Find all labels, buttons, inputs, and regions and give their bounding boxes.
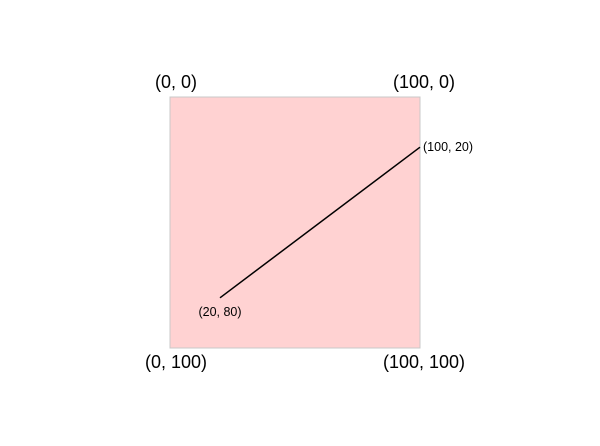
corner-label-bottom-left: (0, 100)	[145, 352, 207, 372]
corner-label-bottom-right: (100, 100)	[383, 352, 465, 372]
coordinate-square	[169, 96, 421, 349]
corner-label-top-right: (100, 0)	[393, 72, 455, 92]
start-point-label: (20, 80)	[198, 305, 241, 319]
end-point-label: (100, 20)	[423, 140, 473, 154]
corner-label-top-left: (0, 0)	[155, 72, 197, 92]
line-segment	[219, 146, 421, 299]
